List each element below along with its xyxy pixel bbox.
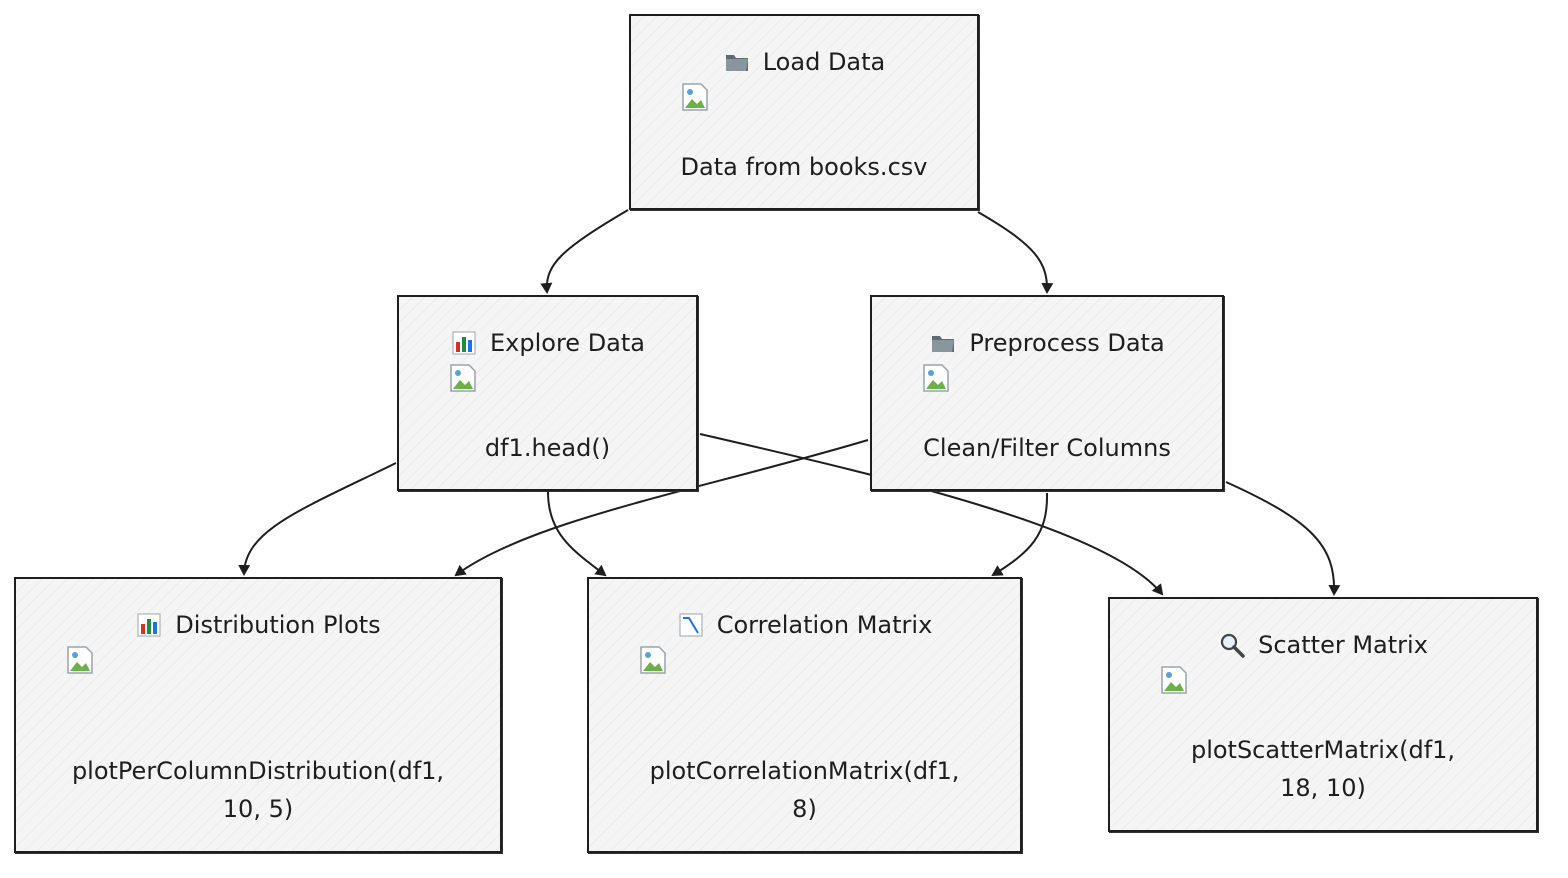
broken-image-icon <box>66 645 94 675</box>
folder-icon <box>723 48 751 76</box>
node-distribution-plots[interactable]: Distribution Plots plotPerColumnDistribu… <box>14 577 502 853</box>
node-body: plotPerColumnDistribution(df1, 10, 5) <box>71 757 445 823</box>
edge-load-preprocess <box>977 211 1054 294</box>
edge-load-explore <box>540 209 629 294</box>
node-header: Distribution Plots <box>16 609 500 641</box>
node-header: Scatter Matrix <box>1110 629 1536 661</box>
broken-image-icon <box>922 363 950 393</box>
broken-image-icon <box>681 82 709 112</box>
node-load-data[interactable]: Load Data Data from books.csv <box>629 14 979 210</box>
edge-explore-distribution <box>238 462 397 576</box>
node-body: Data from books.csv <box>680 153 928 181</box>
node-title: Explore Data <box>490 329 645 357</box>
node-title: Distribution Plots <box>175 611 381 639</box>
broken-image-icon <box>1160 665 1188 695</box>
node-body: plotScatterMatrix(df1, 18, 10) <box>1190 736 1456 802</box>
edge-preprocess-scatter <box>1225 481 1341 596</box>
broken-image-icon <box>639 645 667 675</box>
node-scatter-matrix[interactable]: Scatter Matrix plotScatterMatrix(df1, 18… <box>1108 597 1538 832</box>
trend-down-icon <box>677 611 705 639</box>
edge-explore-scatter <box>699 433 1164 596</box>
node-title: Preprocess Data <box>969 329 1165 357</box>
broken-image-icon <box>449 363 477 393</box>
node-title: Scatter Matrix <box>1258 631 1428 659</box>
magnifier-icon <box>1218 631 1246 659</box>
node-body: df1.head() <box>484 434 611 462</box>
node-preprocess-data[interactable]: Preprocess Data Clean/Filter Columns <box>870 295 1224 491</box>
node-header: Preprocess Data <box>872 327 1222 359</box>
node-body: Clean/Filter Columns <box>923 434 1171 462</box>
node-header: Load Data <box>631 46 977 78</box>
node-header: Correlation Matrix <box>589 609 1020 641</box>
node-explore-data[interactable]: Explore Data df1.head() <box>397 295 698 491</box>
node-header: Explore Data <box>399 327 696 359</box>
node-title: Correlation Matrix <box>716 611 933 639</box>
node-body: plotCorrelationMatrix(df1, 8) <box>649 757 960 823</box>
folder-icon <box>929 329 957 357</box>
edge-preprocess-correlation <box>991 492 1049 577</box>
edge-explore-correlation <box>547 491 607 577</box>
bar-chart-icon <box>450 329 478 357</box>
node-title: Load Data <box>762 48 886 76</box>
bar-chart-icon <box>135 611 163 639</box>
edge-preprocess-distribution <box>454 439 869 577</box>
node-correlation-matrix[interactable]: Correlation Matrix plotCorrelationMatrix… <box>587 577 1022 853</box>
